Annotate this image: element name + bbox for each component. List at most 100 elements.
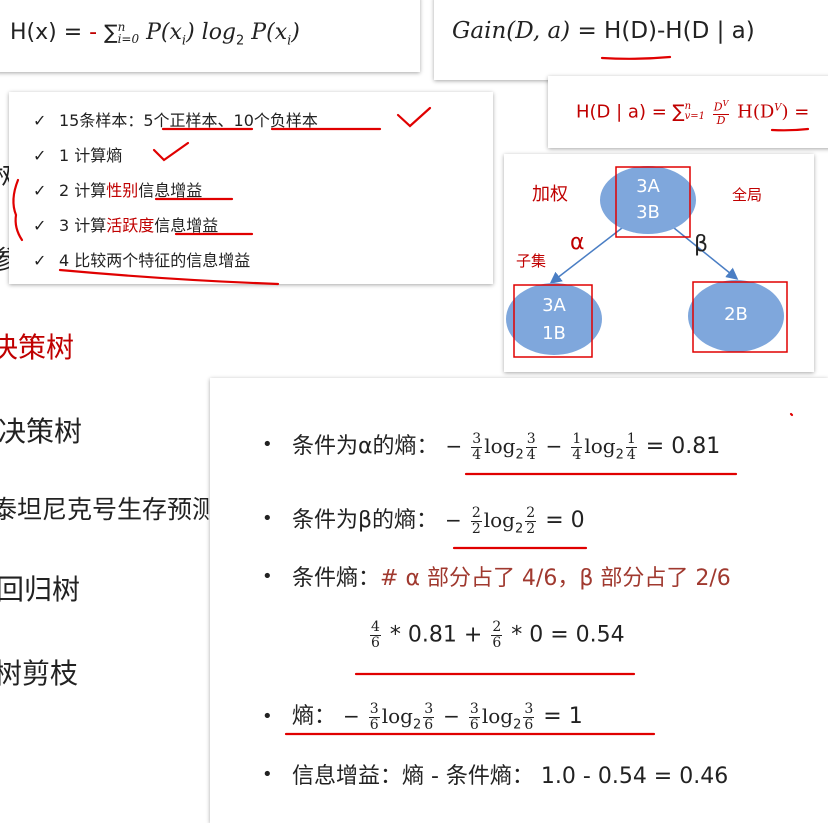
log: log	[584, 434, 616, 458]
frac-num: 3	[523, 700, 535, 718]
log-base: 2	[412, 717, 422, 733]
check-icon: ✓	[33, 111, 47, 130]
checklist-text: 2 计算	[59, 181, 107, 200]
frac-num: 3	[423, 700, 435, 718]
bg-item-regression-tree: 回归树	[0, 573, 81, 606]
log-base: 2	[514, 521, 524, 537]
sum-symbol: ∑	[104, 20, 118, 44]
cond-tail: =	[788, 101, 810, 123]
bullet: •	[262, 508, 273, 529]
check-icon: ✓	[33, 251, 47, 270]
log: log	[484, 434, 516, 458]
cond-sub: v=1	[684, 111, 706, 123]
minus: −	[445, 508, 462, 532]
sum-sup: n	[117, 20, 126, 34]
gain-formula: Gain(D, a) = H(D)-H(D | a)	[452, 18, 755, 44]
formula-close: )	[291, 20, 300, 45]
bullet: •	[262, 566, 273, 587]
checklist-card: ✓15条样本：5个正样本、10个负样本 ✓1 计算熵 ✓ 2 计算性别信息增益 ✓…	[9, 92, 493, 284]
root-node	[600, 166, 696, 234]
frac-den: 2	[526, 520, 536, 537]
tree-diagram	[506, 166, 788, 358]
minus: −	[443, 704, 460, 728]
frac-den: 6	[469, 716, 479, 733]
frac-den: 6	[371, 635, 380, 651]
root-b: 3B	[636, 202, 660, 223]
gain-lhs: Gain(D, a)	[452, 18, 571, 44]
cond-entropy-note: # α 部分占了 4/6，β 部分占了 2/6	[380, 566, 731, 591]
formula-p: P(x	[146, 20, 182, 45]
log: log	[481, 704, 514, 728]
beta-entropy-result: = 0	[545, 508, 585, 533]
gain-formula-card: Gain(D, a) = H(D)-H(D | a)	[434, 0, 828, 80]
cond-h: H(D	[737, 101, 775, 123]
checklist-item-1: ✓15条样本：5个正样本、10个负样本	[33, 107, 318, 131]
frac-den: 4	[572, 446, 582, 463]
bullet: •	[262, 434, 273, 455]
alpha-label: α	[570, 230, 585, 255]
right-node-label: 2B	[718, 304, 754, 325]
frac-num: 2	[525, 504, 537, 522]
checklist-text: 3 计算	[59, 216, 107, 235]
formula-idx: i	[181, 33, 187, 49]
checklist-text: 信息增益	[138, 181, 203, 200]
checklist-item-2: ✓1 计算熵	[33, 142, 122, 166]
right-b: 2B	[724, 304, 748, 325]
root-box	[615, 166, 691, 238]
bg-item-decision-tree: 决策树	[0, 415, 83, 448]
check-icon: ✓	[33, 181, 47, 200]
check-icon: ✓	[33, 146, 47, 165]
cond-frac-num: D	[713, 100, 723, 114]
bullet: •	[262, 764, 273, 785]
checklist-item-3: ✓ 2 计算性别信息增益	[33, 177, 202, 201]
formula-idx2: i	[287, 33, 292, 49]
frac-num: 2	[470, 504, 482, 522]
frac-num: 1	[571, 430, 583, 448]
weighted-part-1: * 0.81 +	[389, 622, 483, 648]
frac-den: 4	[526, 446, 536, 463]
entropy-result: = 1	[543, 704, 583, 729]
log-base: 2	[513, 717, 522, 733]
bullet: •	[262, 706, 273, 727]
log-base: 2	[615, 447, 624, 463]
cond-entropy-label: 条件熵：	[292, 566, 381, 591]
check-icon: ✓	[33, 216, 47, 235]
cond-h-close: )	[781, 101, 789, 123]
checklist-text: 信息增益	[154, 216, 219, 235]
frac-den: 2	[471, 520, 481, 537]
weighted-part-2: * 0 = 0.54	[511, 622, 625, 648]
right-node	[688, 280, 784, 352]
minus: −	[343, 704, 360, 728]
checklist-highlight: 性别	[106, 181, 139, 200]
entropy-label: 熵：	[292, 704, 337, 729]
beta-entropy-label: 条件为β的熵：	[292, 508, 439, 533]
frac-den: 4	[626, 446, 636, 463]
frac-den: 6	[492, 635, 502, 651]
right-box	[692, 281, 788, 353]
frac-den: 6	[524, 716, 534, 733]
cond-h-sup: V	[774, 102, 782, 114]
cond-lhs: H(D | a) =	[576, 101, 673, 123]
cond-sum: ∑	[672, 101, 685, 123]
label-weighted: 加权	[532, 184, 568, 205]
log-base: 2	[515, 447, 524, 463]
left-box	[513, 284, 593, 358]
cond-sup: n	[684, 101, 692, 113]
sum-sub: i=0	[117, 32, 140, 46]
formula-lhs: H(x) =	[10, 20, 90, 45]
formula-minus: -	[89, 20, 105, 45]
formula-base: 2	[236, 33, 245, 49]
info-gain-row: 信息增益：熵 - 条件熵： 1.0 - 0.54 = 0.46	[292, 764, 729, 789]
left-node	[506, 283, 602, 355]
checklist-text: 4 比较两个特征的信息增益	[59, 251, 251, 270]
cond-frac-num-sup: V	[722, 99, 729, 108]
edge-alpha	[549, 227, 623, 284]
minus: −	[445, 434, 463, 458]
